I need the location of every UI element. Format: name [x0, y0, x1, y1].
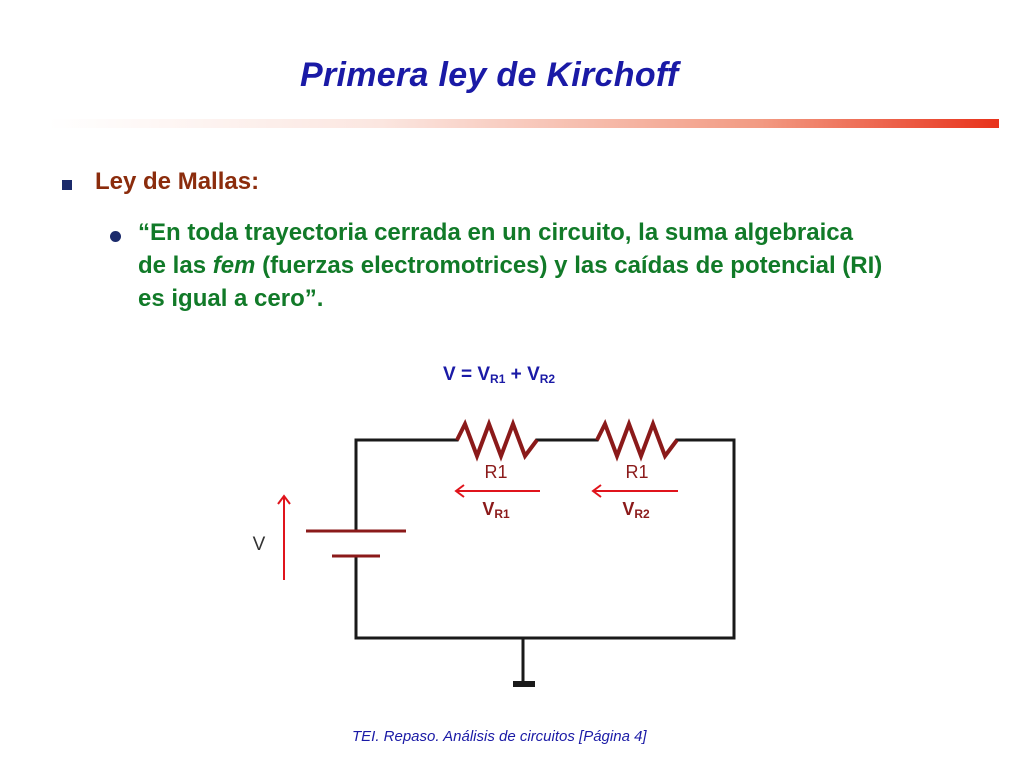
source-arrowhead-icon [277, 494, 291, 505]
voltage-equation: V = VR1 + VR2 [443, 364, 555, 386]
law-statement: “En toda trayectoria cerrada en un circu… [138, 216, 998, 315]
title-underline [48, 119, 999, 128]
drop-2-arrowhead-icon [591, 484, 602, 498]
statement-line-2-suffix: (fuerzas electromotrices) y las caídas d… [255, 252, 883, 279]
drop-2-label: VR2 [622, 499, 650, 521]
eq-lhs: V [443, 364, 456, 385]
eq-term2-base: V [527, 364, 540, 385]
statement-line-2-prefix: de las [138, 252, 213, 279]
resistor-2-label: R1 [625, 462, 648, 482]
drop-2-sub: R2 [634, 507, 650, 521]
bullet-square-icon [62, 180, 72, 190]
eq-term1: VR1 [477, 364, 506, 386]
ground-icon [513, 681, 535, 687]
source-label: V [253, 534, 266, 555]
eq-plus: + [510, 364, 522, 385]
eq-term2: VR2 [527, 364, 556, 386]
slide-title: Primera ley de Kirchoff [300, 56, 679, 94]
statement-line-3: es igual a cero”. [138, 285, 324, 312]
drop-1-label: VR1 [482, 499, 510, 521]
eq-equals: = [460, 364, 473, 385]
resistor-1-icon [455, 418, 539, 462]
statement-line-2: de las fem (fuerzas electromotrices) y l… [138, 249, 998, 282]
statement-fem-italic: fem [212, 252, 256, 279]
statement-line-1: “En toda trayectoria cerrada en un circu… [138, 219, 853, 246]
drop-2-base: V [622, 499, 634, 519]
drop-1-base: V [482, 499, 494, 519]
resistor-1-label: R1 [484, 462, 507, 482]
drop-1-arrowhead-icon [454, 484, 465, 498]
eq-term1-base: V [477, 364, 491, 385]
bullet-dot-icon [110, 231, 121, 242]
resistor-2-icon [595, 418, 679, 462]
slide-footer: TEI. Repaso. Análisis de circuitos [Pági… [352, 728, 647, 745]
eq-term1-sub: R1 [490, 372, 506, 386]
section-heading: Ley de Mallas: [95, 168, 260, 195]
drop-1-sub: R1 [494, 507, 510, 521]
eq-term2-sub: R2 [539, 372, 556, 386]
